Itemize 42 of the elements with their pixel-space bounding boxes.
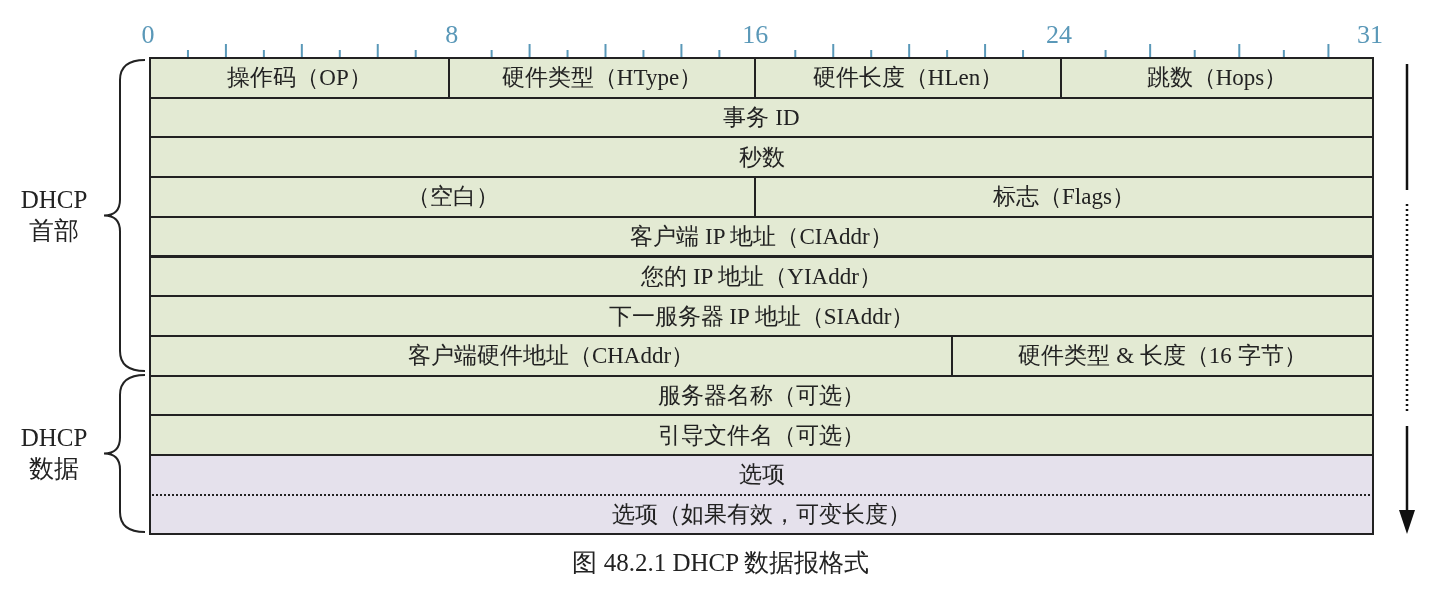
field-cell [149,414,1374,456]
field-label: 客户端硬件地址（CHAddr） [407,344,695,368]
field-label: 下一服务器 IP 地址（SIAddr） [608,304,915,328]
field-cell [754,176,1374,218]
figure-caption: 图 48.2.1 DHCP 数据报格式 [571,548,871,578]
field-cell [149,255,1374,298]
field-cell [149,176,756,218]
bit-number: 16 [742,22,769,48]
bit-number: 31 [1357,22,1383,48]
field-label: 跳数（Hops） [1146,66,1288,90]
field-cell [149,136,1374,179]
field-label: 选项（如果有效，可变长度） [612,503,911,527]
field-label: 客户端 IP 地址（CIAddr） [630,225,893,249]
field-cell [754,57,1062,99]
field-cell [149,334,953,377]
field-label: 引导文件名（可选） [658,423,865,447]
field-label: 选项 [738,463,785,487]
field-cell [149,454,1374,496]
field-cell [149,215,1374,258]
field-cell [149,57,450,99]
field-cell [1060,57,1374,99]
bit-number: 24 [1046,22,1072,48]
section-label: DHCP 数据 [19,422,89,484]
section-label: DHCP 首部 [19,184,89,246]
field-cell [149,374,1374,417]
field-label: 操作码（OP） [227,66,372,90]
field-cell [149,96,1374,139]
field-label: 您的 IP 地址（YIAddr） [641,264,882,288]
field-label: 标志（Flags） [993,185,1135,209]
field-cell [448,57,756,99]
field-cell [149,295,1374,337]
field-cell [149,495,1374,536]
field-label: 硬件长度（HLen） [812,66,1004,90]
field-label: 硬件类型 & 长度（16 字节） [1018,344,1307,368]
field-cell [951,334,1374,377]
field-label: 硬件类型（HType） [501,66,703,90]
field-label: （空白） [406,185,499,209]
field-label: 事务 ID [723,106,800,130]
field-label: 秒数 [738,145,785,169]
field-label: 服务器名称（可选） [658,383,865,407]
bit-number: 0 [141,22,155,48]
bit-number: 8 [445,22,459,48]
